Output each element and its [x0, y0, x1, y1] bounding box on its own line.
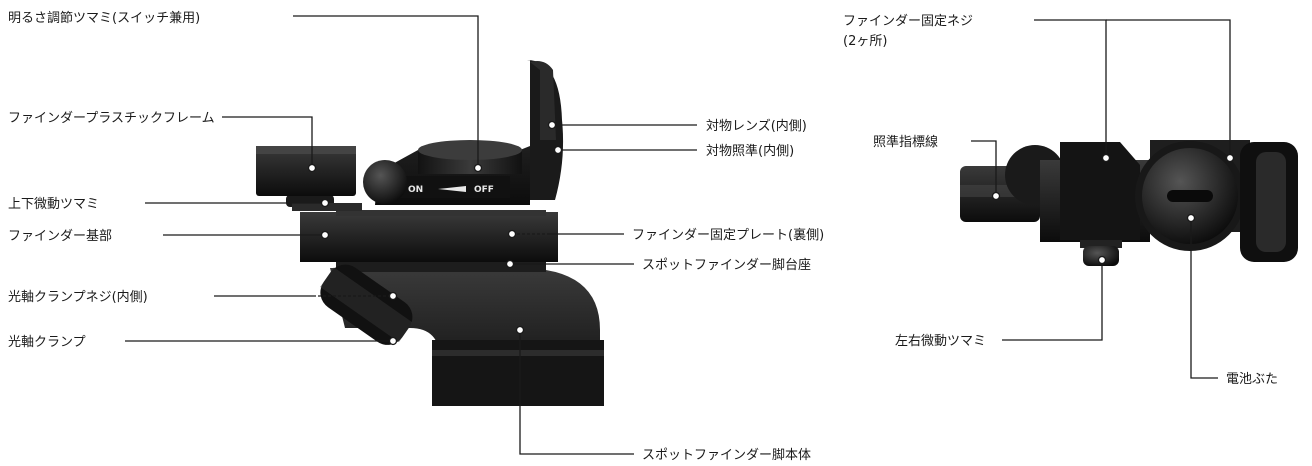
- leader-lines: [125, 15, 1231, 455]
- label-leftright-knob: 左右微動ツマミ: [895, 334, 986, 349]
- label-updown-knob: 上下微動ツマミ: [8, 197, 99, 212]
- switch-on-label: ON: [408, 185, 423, 195]
- label-leg-body: スポットファインダー脚本体: [642, 447, 811, 463]
- label-fixing-plate: ファインダー固定プレート(裏側): [632, 228, 824, 243]
- axis-clamp-wheel: [320, 264, 413, 345]
- switch-off-label: OFF: [474, 185, 494, 195]
- label-finder-base: ファインダー基部: [8, 229, 112, 244]
- label-axis-clamp-screw: 光軸クランプネジ(内側): [8, 289, 148, 305]
- finder-rear-view: [960, 140, 1298, 266]
- label-objective-lens: 対物レンズ(内側): [706, 118, 807, 134]
- callout-dots: [307, 120, 1235, 346]
- label-objective-aim: 対物照準(内側): [706, 143, 794, 159]
- label-fixing-screw-count: (2ヶ所): [843, 34, 887, 49]
- label-brightness-knob: 明るさ調節ツマミ(スイッチ兼用): [8, 11, 200, 26]
- label-fixing-screw: ファインダー固定ネジ: [843, 14, 973, 29]
- label-leg-pedestal: スポットファインダー脚台座: [642, 257, 811, 273]
- label-plastic-frame: ファインダープラスチックフレーム: [8, 111, 215, 126]
- label-battery-cover: 電池ぶた: [1226, 372, 1278, 387]
- finder-side-view: ON OFF: [256, 59, 604, 406]
- label-axis-clamp: 光軸クランプ: [8, 335, 86, 350]
- label-reticle-line: 照準指標線: [873, 134, 938, 150]
